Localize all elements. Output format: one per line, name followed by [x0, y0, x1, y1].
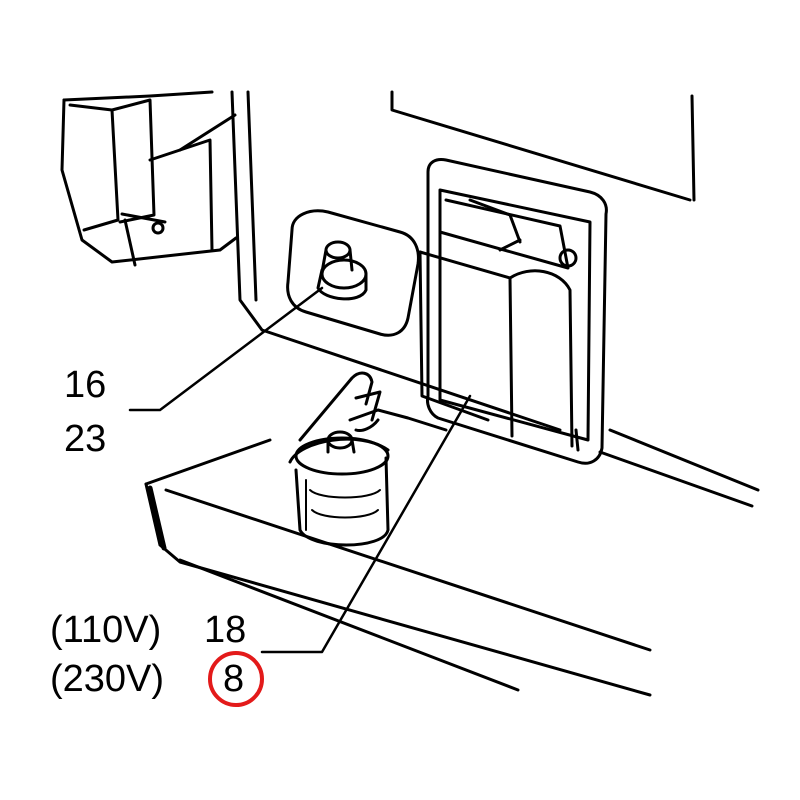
back-panel: [230, 90, 760, 508]
bracket-assembly: [60, 90, 238, 267]
part-number-23: 23: [64, 418, 107, 460]
leader-line-16-23: [128, 286, 324, 412]
pin-window: [286, 209, 420, 337]
voltage-label-110v: (110V): [50, 609, 162, 651]
base-plate: [144, 438, 652, 697]
coil-housing: [418, 158, 608, 465]
solenoid-coil: [288, 371, 448, 547]
part-number-16: 16: [64, 364, 107, 406]
voltage-label-230v: (230V): [50, 658, 165, 700]
leader-line-18-8: [260, 394, 472, 654]
part-number-18: 18: [204, 609, 247, 651]
leader-lines: [128, 286, 472, 654]
part-number-8: 8: [223, 658, 245, 700]
highlight-circle: [208, 651, 264, 707]
